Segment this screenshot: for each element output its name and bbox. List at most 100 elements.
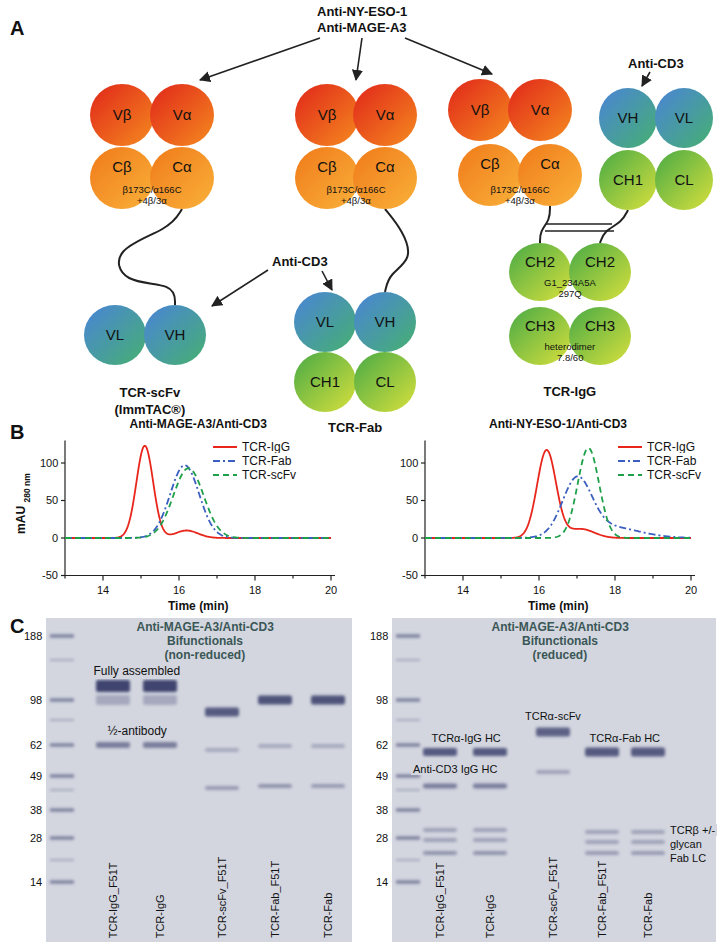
protein-band [631, 851, 665, 855]
gel-image [46, 618, 352, 942]
tick-label: 0 [412, 532, 418, 545]
oval-fill [294, 292, 356, 352]
tick-mark [652, 576, 653, 579]
legend-item: TCR-IgG [210, 439, 292, 454]
tick-mark [61, 500, 65, 501]
tick-label: 20 [325, 584, 337, 597]
domain-label: CL [655, 171, 713, 189]
legend-line [213, 474, 237, 476]
construct-name: TCR-scFv [120, 386, 181, 401]
protein-band [585, 840, 619, 844]
tick-label: 18 [249, 584, 261, 597]
ladder-band [50, 809, 74, 812]
protein-band [258, 696, 292, 705]
ladder-band [396, 719, 420, 721]
domain-label: CH2 [569, 253, 631, 271]
legend-item: TCR-Fab [210, 453, 293, 468]
chart-title: Anti-MAGE-A3/Anti-CD3 [130, 418, 267, 432]
oval-fill [90, 84, 154, 146]
disulfide-bonds [545, 224, 614, 231]
legend-text: TCR-IgG [242, 440, 290, 454]
ladder-band [396, 659, 420, 661]
lane-label: TCR-IgG [154, 894, 167, 938]
axis-title: 280 nm [22, 473, 32, 502]
domain-label: CH1 [294, 373, 356, 391]
domain-label: Cβ [295, 158, 359, 176]
tick-mark [614, 576, 615, 581]
lane-label: TCR-Fab_F51T [269, 861, 282, 938]
tick-label: -50 [402, 569, 418, 582]
gel-background [392, 618, 716, 942]
domain-label: Vα [150, 106, 214, 124]
domain-label: CL [354, 373, 416, 391]
domain-label: Cβ [90, 158, 154, 176]
protein-band [473, 784, 507, 789]
protein-band [143, 695, 177, 705]
ladder-band [50, 635, 74, 638]
mutation-label: 297Q [559, 289, 582, 300]
protein-band [205, 786, 239, 790]
construct-name: TCR-IgG [544, 385, 597, 400]
tick-label: 18 [609, 584, 621, 597]
legend-item: TCR-IgG [615, 439, 697, 454]
axis-title: Time (min) [528, 600, 588, 614]
domain-label: VH [144, 326, 206, 344]
ladder-band [50, 881, 74, 884]
gel-title: Bifunctionals [167, 635, 243, 649]
tick-mark [102, 576, 103, 581]
mutation-label: +4β/3α [505, 196, 535, 207]
legend-text: TCR-Fab [647, 454, 696, 468]
protein-band [311, 784, 345, 788]
protein-band [473, 851, 507, 855]
mutation-label: +4β/3α [137, 196, 167, 207]
legend-line [618, 460, 642, 462]
lane-label: TCR-Fab_F51T [596, 861, 609, 938]
domain-oval: Vα [150, 84, 214, 146]
domain-label: Cα [353, 158, 417, 176]
domain-oval: Vβ [295, 84, 359, 146]
marker-size: 28 [376, 832, 388, 845]
oval-fill [84, 305, 146, 365]
legend-line-sample [212, 470, 238, 480]
oval-fill [295, 84, 359, 146]
domain-oval: VH [599, 88, 657, 148]
ladder-band [396, 699, 420, 702]
ladder-band [396, 881, 420, 884]
protein-band [205, 748, 239, 752]
pointer-arrow [405, 38, 492, 74]
ladder-band [50, 699, 74, 702]
oval-fill [655, 150, 713, 210]
linker-line [600, 210, 628, 243]
tick-mark [421, 537, 425, 538]
marker-size: 14 [30, 876, 42, 889]
legend-line-sample [617, 442, 643, 452]
domain-oval: VL [84, 305, 146, 365]
protein-band [473, 838, 507, 842]
domain-oval: Vα [353, 84, 417, 146]
domain-label: Vβ [295, 106, 359, 124]
tick-mark [140, 576, 141, 579]
tick-label: 16 [173, 584, 185, 597]
legend-line [213, 446, 237, 448]
marker-size: 38 [376, 804, 388, 817]
axis-title: mAU [15, 506, 29, 534]
tick-label: 50 [406, 494, 418, 507]
protein-band [585, 851, 619, 855]
tick-label: 100 [40, 457, 58, 470]
protein-band [205, 708, 239, 717]
domain-label: CH1 [599, 171, 657, 189]
legend-line [618, 446, 642, 448]
marker-size: 188 [24, 630, 42, 643]
tick-mark [61, 575, 65, 576]
domain-label: Vβ [90, 106, 154, 124]
arm-label: Anti-CD3 [628, 57, 684, 72]
arm-label: Anti-CD3 [272, 255, 328, 270]
ladder-band [50, 659, 74, 661]
x-axis [65, 575, 335, 576]
gel-title: Bifunctionals [522, 635, 598, 649]
gel-title: Anti-MAGE-A3/Anti-CD3 [137, 621, 274, 635]
gel-title: (non-reduced) [165, 649, 246, 663]
marker-size: 38 [30, 804, 42, 817]
pointer-arrows [200, 38, 650, 306]
mutation-label: G1_234A5A [544, 278, 596, 289]
